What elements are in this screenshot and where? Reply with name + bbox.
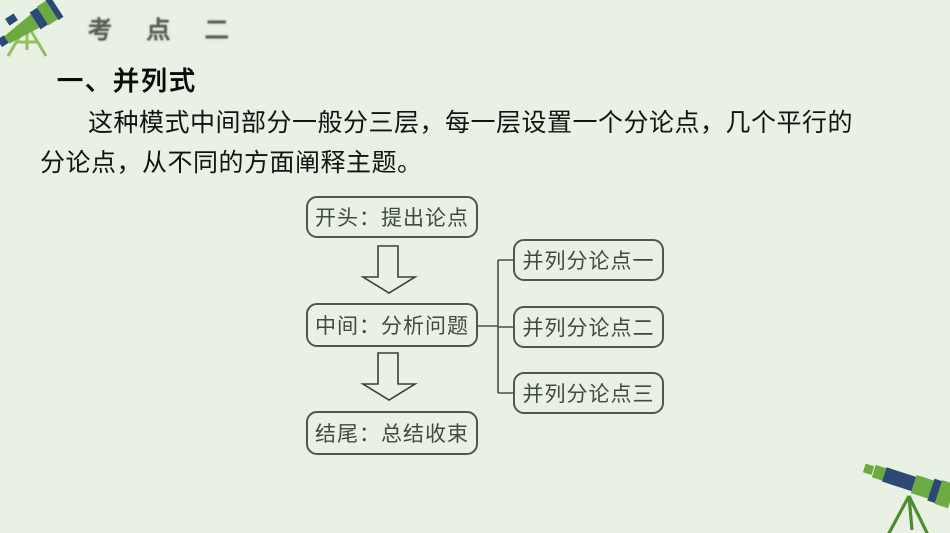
page-title: 考 点 二 — [88, 15, 242, 44]
flow-node-opening: 开头：提出论点 — [306, 196, 478, 238]
flow-node-subpoint-3: 并列分论点三 — [513, 372, 664, 414]
flow-node-subpoint-2: 并列分论点二 — [513, 306, 664, 348]
telescope-icon — [0, 0, 64, 57]
flow-node-subpoint-1: 并列分论点一 — [513, 239, 664, 281]
down-arrow-icon — [360, 245, 418, 294]
telescope-icon — [862, 463, 950, 533]
flow-node-middle: 中间：分析问题 — [306, 303, 478, 347]
paragraph-line: 这种模式中间部分一般分三层，每一层设置一个分论点，几个平行的 — [88, 109, 854, 137]
flow-node-ending: 结尾：总结收束 — [306, 411, 478, 455]
paragraph-line: 分论点，从不同的方面阐释主题。 — [40, 149, 423, 177]
down-arrow-icon — [360, 352, 418, 401]
body-paragraph: 这种模式中间部分一般分三层，每一层设置一个分论点，几个平行的 分论点，从不同的方… — [40, 103, 920, 183]
section-heading: 一、并列式 — [57, 66, 198, 96]
